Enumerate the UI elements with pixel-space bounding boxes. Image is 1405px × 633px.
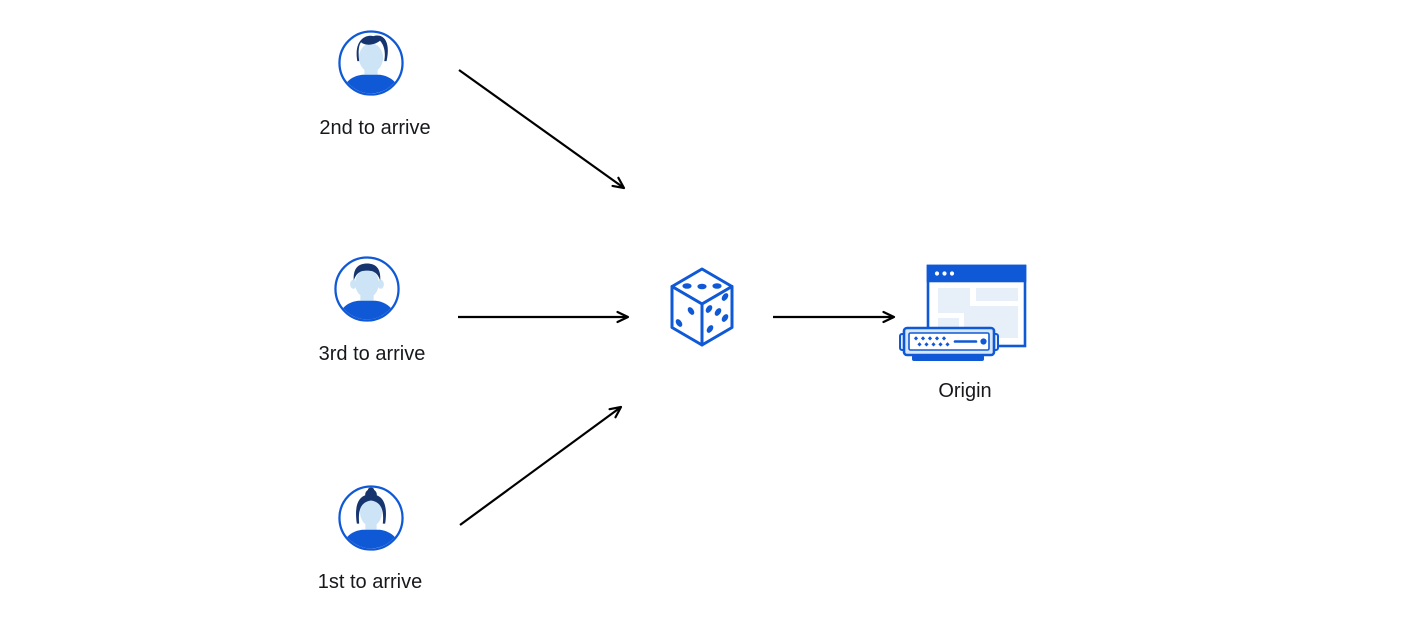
origin-node [896,260,1028,369]
browser-titlebar-dots [934,271,955,276]
avatar-hair [356,494,386,524]
user-label-1st: 1st to arrive [317,571,423,593]
user-avatar-man-swoop-icon [338,30,404,96]
arrow-user-1st-to-dice [459,405,623,526]
user-node-1st [337,484,405,557]
avatar-hair [353,263,381,281]
user-avatar-man-flattop-icon [334,256,400,322]
user-node-2nd [337,29,405,102]
server-appliance [899,326,999,361]
avatar-face [355,268,379,298]
avatar-face [358,43,384,73]
avatar-ear-left [350,279,357,289]
dice-pips [675,283,729,333]
server-shadow-bar [912,355,984,361]
server-indicator-dot [980,338,987,345]
selector-node [669,266,735,355]
user-label-3rd: 3rd to arrive [318,343,426,365]
server-panel [908,332,990,351]
origin-server-browser-icon [899,264,1027,361]
user-label-2nd: 2nd to arrive [319,117,431,139]
dice-icon [670,267,734,347]
avatar-hair [356,35,388,62]
arrow-user-2nd-to-dice [458,69,626,190]
origin-label: Origin [938,380,992,402]
dice-left-face [670,285,704,347]
user-node-3rd [333,255,401,328]
avatar-face [360,498,382,527]
user-avatar-woman-bun-icon [338,485,404,551]
avatar-ear-right [377,279,384,289]
browser-titlebar [926,264,1027,283]
